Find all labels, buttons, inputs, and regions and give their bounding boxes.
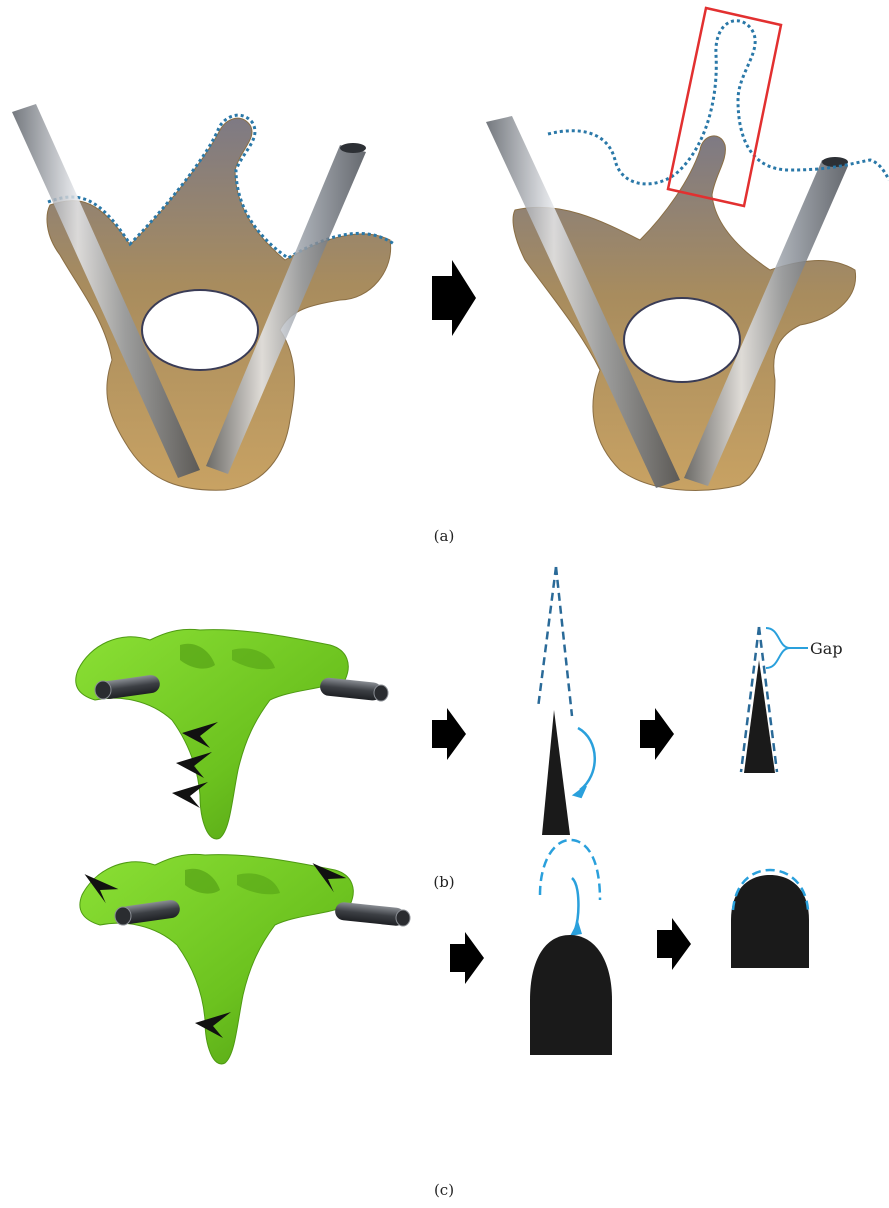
right-arrow-icon xyxy=(432,708,466,760)
panel-b: Gap (b) xyxy=(76,567,843,891)
right-arrow-icon xyxy=(432,260,476,336)
spike-shape xyxy=(744,660,775,773)
vertebra-before xyxy=(12,104,394,490)
right-arrow-icon xyxy=(640,708,674,760)
vertebral-foramen xyxy=(142,290,258,370)
dashed-arc xyxy=(540,840,600,900)
dome-shape xyxy=(530,935,612,1055)
green-vertebra-c xyxy=(80,854,410,1064)
spike-after: Gap xyxy=(741,627,843,773)
dome-after xyxy=(731,870,809,968)
gap-label: Gap xyxy=(810,639,843,658)
panel-c: (c) xyxy=(80,840,809,1199)
dome-before xyxy=(530,840,612,1055)
highlight-box xyxy=(668,8,781,206)
spike-shape xyxy=(542,710,570,835)
caption-b: (b) xyxy=(433,873,454,891)
spike-before xyxy=(538,567,595,835)
caption-c: (c) xyxy=(434,1181,454,1199)
right-arrow-icon xyxy=(450,932,484,984)
vertebra-after xyxy=(486,8,889,490)
green-vertebra-b xyxy=(76,629,388,839)
dome-shape xyxy=(731,875,809,968)
vertebral-foramen xyxy=(624,298,740,382)
rotation-arrow xyxy=(578,728,595,790)
panel-a: (a) xyxy=(12,8,889,545)
gap-brace xyxy=(766,628,790,668)
right-arrow-icon xyxy=(657,918,691,970)
caption-a: (a) xyxy=(434,527,455,545)
